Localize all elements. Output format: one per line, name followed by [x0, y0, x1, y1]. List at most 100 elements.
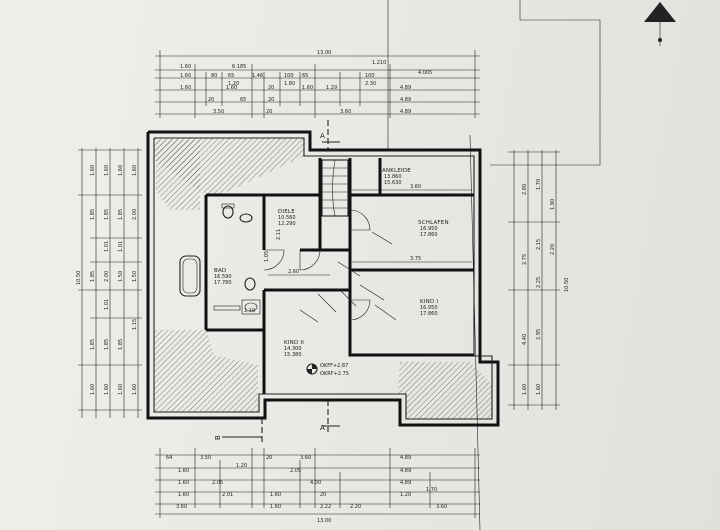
dim-label: 1.60	[104, 165, 110, 176]
room-area: 17.780	[214, 280, 232, 286]
bottom-overall-dim: 13.00	[317, 518, 331, 524]
dim-label: 1.80	[284, 81, 295, 87]
room-ankleide: ANKLEIDE 13.860 15.630	[382, 168, 411, 186]
dim-label: 1.01	[118, 241, 124, 252]
room-dim: 3.60	[410, 184, 421, 190]
dim-label: 3.60	[176, 504, 187, 510]
room-kind-2: KIND II 14.300 15.380	[284, 340, 304, 358]
roof-slope-bottom-right	[398, 362, 492, 419]
staircase	[321, 159, 349, 217]
dim-label: 1.90	[550, 199, 556, 210]
room-kind-1: KIND I 16.950 17.860	[420, 299, 438, 317]
dim-label: 20	[268, 85, 274, 91]
paper-crease	[469, 134, 481, 530]
dim-label: 1.20	[228, 81, 239, 87]
room-name: KIND I	[420, 299, 438, 305]
dim-label: 3.50	[213, 109, 224, 115]
dim-label: 1.60	[178, 492, 189, 498]
north-arrow-icon	[644, 2, 676, 46]
dim-label: 3.50	[200, 455, 211, 461]
room-dim: 2.60	[288, 269, 299, 275]
dim-label: 2.20	[350, 504, 361, 510]
dim-label: 6.185	[232, 64, 246, 70]
dim-label: 1.50	[132, 271, 138, 282]
dim-label: 80	[211, 73, 217, 79]
dim-label: 2.01	[222, 492, 233, 498]
dim-label: 1.20	[236, 463, 247, 469]
dim-label: 4.89	[400, 468, 411, 474]
dim-label: 3.60	[300, 455, 311, 461]
dim-label: 20	[266, 455, 272, 461]
room-area: 17.860	[420, 232, 438, 238]
dim-label: 2.05	[212, 480, 223, 486]
dim-label: 1.70	[536, 179, 542, 190]
dim-label: 2.80	[522, 184, 528, 195]
dim-label: 1.20	[400, 492, 411, 498]
dim-label: 20	[268, 97, 274, 103]
room-name: BAD	[214, 268, 226, 274]
dim-label: 65	[240, 97, 246, 103]
room-area: 16.950	[420, 305, 438, 311]
dim-label: 2.75	[522, 254, 528, 265]
diagonal-dims	[299, 231, 397, 323]
door-swings	[263, 209, 371, 321]
left-overall-dim: 10.50	[76, 271, 82, 285]
dim-label: 1.60	[118, 384, 124, 395]
dim-label: 1.01	[104, 241, 110, 252]
dim-label: 2.25	[536, 277, 542, 288]
dim-label: 3.60	[340, 109, 351, 115]
dim-label: 1.70	[426, 487, 437, 493]
dim-label: 1.60	[180, 85, 191, 91]
room-area: 13.860	[384, 174, 402, 180]
section-a-label-top: A	[320, 132, 325, 140]
room-dim: 1.10	[244, 308, 255, 314]
dim-label: 2.20	[550, 244, 556, 255]
room-name: DIELE	[278, 209, 295, 215]
room-area: 12.290	[278, 221, 296, 227]
dim-label: 2.00	[104, 271, 110, 282]
dim-label: 1.60	[302, 85, 313, 91]
dim-label: 4.005	[418, 70, 432, 76]
dim-label: 1.85	[118, 209, 124, 220]
dim-label: 2.95	[536, 329, 542, 340]
dim-label: 4.89	[400, 85, 411, 91]
dim-label: 1.85	[104, 209, 110, 220]
bathroom-fixtures	[179, 203, 261, 315]
dim-label: 20	[266, 109, 272, 115]
dim-label: 1.60	[180, 64, 191, 70]
room-area: 14.300	[284, 346, 302, 352]
room-schlafen: SCHLAFEN 16.950 17.860	[418, 220, 449, 238]
top-dimension-chains	[155, 50, 480, 118]
dim-label: 4.89	[400, 109, 411, 115]
room-area: 10.560	[278, 215, 296, 221]
section-a-label-bottom: A	[320, 424, 325, 432]
room-area: 16.950	[420, 226, 438, 232]
room-dim: 3.75	[410, 256, 421, 262]
roof-slope-left-top	[156, 140, 200, 210]
dim-label: 2.05	[290, 468, 301, 474]
room-name: SCHLAFEN	[418, 220, 449, 226]
left-dimension-chains	[78, 148, 142, 418]
room-area: 15.380	[284, 352, 302, 358]
section-line-b	[222, 418, 263, 445]
dim-label: 2.30	[365, 81, 376, 87]
interior-walls	[204, 158, 474, 394]
dim-label: 1.60	[118, 165, 124, 176]
dim-label: 2.00	[132, 209, 138, 220]
dim-label: 20	[320, 492, 326, 498]
dim-label: 1.50	[118, 271, 124, 282]
dim-label: 1.85	[90, 271, 96, 282]
level-text: OKRF+2.75	[320, 371, 349, 377]
dim-label: 1.85	[118, 339, 124, 350]
right-overall-dim: 10.50	[564, 278, 570, 292]
dim-label: 1.46	[252, 73, 263, 79]
dim-label: 4.00	[310, 480, 321, 486]
dim-label: 4.89	[400, 480, 411, 486]
room-name: KIND II	[284, 340, 304, 346]
dim-label: 20	[208, 97, 214, 103]
dim-label: 64	[166, 455, 172, 461]
dim-label: 2.22	[320, 504, 331, 510]
dim-label: 1.60	[180, 73, 191, 79]
room-dim: 2.11	[276, 229, 282, 240]
